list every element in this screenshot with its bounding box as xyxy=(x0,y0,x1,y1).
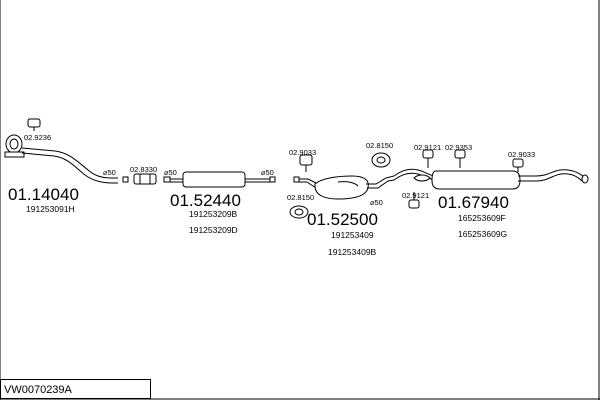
fitting-f9-label: 02.9033 xyxy=(508,150,535,159)
fitting-f3-label: 02.9033 xyxy=(289,148,316,157)
rear-silencer-number: 01.67940 xyxy=(438,193,509,212)
fitting-f8-label: 02.9353 xyxy=(445,143,472,152)
front-silencer-number: 01.52440 xyxy=(170,191,241,210)
fitting-f7-drawing xyxy=(408,192,420,209)
front-pipe-drawing xyxy=(4,134,129,184)
fitting-f1-drawing xyxy=(27,118,41,131)
fitting-f3-drawing xyxy=(299,154,313,172)
front-silencer-ref-1: 191253209B xyxy=(189,209,238,219)
fitting-f6-drawing xyxy=(422,149,434,168)
fitting-f2-label: 02.8330 xyxy=(130,165,157,174)
middle-silencer-drawing xyxy=(293,175,395,200)
fitting-f2-drawing xyxy=(133,173,157,185)
diagram-code: VW0070239A xyxy=(4,384,73,396)
fitting-f4-drawing xyxy=(289,205,309,219)
front-pipe-number: 01.14040 xyxy=(8,185,79,204)
diagram-code-box xyxy=(0,379,151,399)
middle-silencer-ref-1: 191253409 xyxy=(331,230,374,240)
front-silencer-drawing xyxy=(163,171,276,188)
fitting-f5-drawing xyxy=(371,152,391,168)
diameter-d2-label: ⌀50 xyxy=(164,168,177,177)
middle-silencer-number: 01.52500 xyxy=(307,210,378,229)
diameter-d3-label: ⌀50 xyxy=(261,168,274,177)
diameter-d4-label: ⌀50 xyxy=(370,198,383,207)
diameter-d1-label: ⌀50 xyxy=(103,168,116,177)
front-pipe-ref-1: 191253091H xyxy=(26,204,75,214)
fitting-f6-label: 02.9121 xyxy=(414,143,441,152)
rear-silencer-ref-2: 165253609G xyxy=(458,229,507,239)
fitting-f9-drawing xyxy=(512,158,524,172)
fitting-f4-label: 02.8150 xyxy=(287,193,314,202)
fitting-f7-label: 02.9121 xyxy=(402,191,429,200)
fitting-f1-label: 02.9236 xyxy=(24,133,51,142)
front-silencer-ref-2: 191253209D xyxy=(189,225,238,235)
rear-silencer-drawing xyxy=(393,168,589,190)
rear-silencer-ref-1: 165253609F xyxy=(458,213,506,223)
middle-silencer-ref-2: 191253409B xyxy=(328,247,377,257)
fitting-f5-label: 02.8150 xyxy=(366,141,393,150)
fitting-f8-drawing xyxy=(454,149,466,168)
